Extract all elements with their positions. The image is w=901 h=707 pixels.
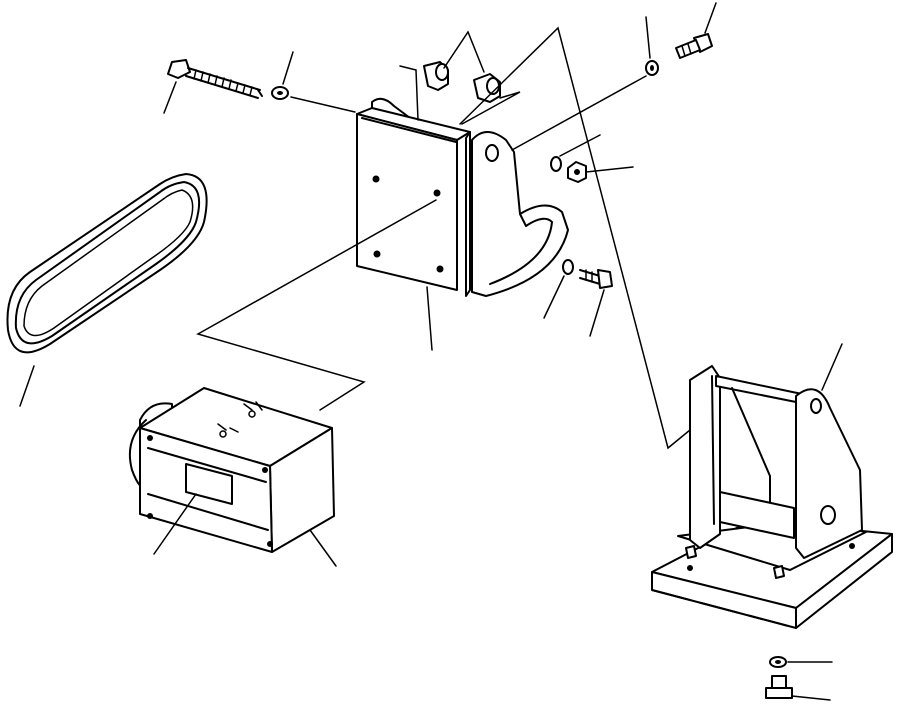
leader-line — [290, 96, 356, 113]
washer-mid[interactable] — [550, 134, 601, 172]
mounting-bracket[interactable] — [356, 97, 569, 351]
leader-line — [459, 26, 691, 450]
bolt-top-right[interactable] — [675, 2, 717, 59]
nut[interactable] — [567, 161, 634, 183]
base-stand[interactable] — [651, 343, 893, 629]
base-washer[interactable] — [769, 656, 833, 668]
bolt-lower[interactable] — [579, 269, 613, 337]
washer-left[interactable] — [271, 51, 294, 100]
washer-top-right[interactable] — [511, 16, 659, 151]
drive-belt[interactable] — [6, 173, 208, 407]
nameplate[interactable] — [153, 463, 233, 555]
long-bolt[interactable] — [163, 59, 263, 114]
leader-line — [196, 199, 437, 411]
washer-lower[interactable] — [543, 259, 574, 319]
base-bolt[interactable] — [765, 675, 831, 701]
bushing-pair[interactable] — [399, 30, 521, 125]
